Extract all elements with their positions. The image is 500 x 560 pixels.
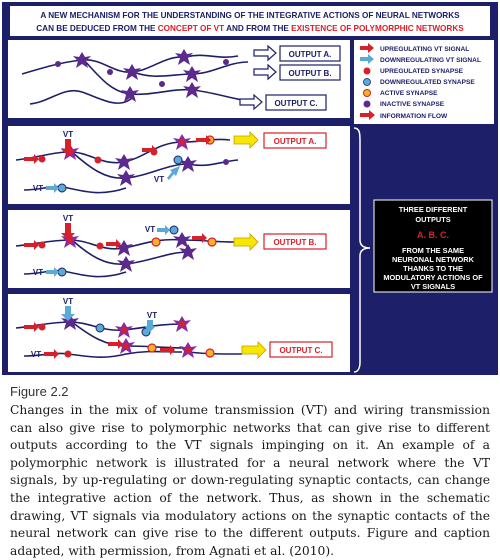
legend: UPREGULATING VT SIGNAL DOWNREGULATING VT… xyxy=(360,43,481,120)
figure-panel: A NEW MECHANISM FOR THE UNDERSTANDING OF… xyxy=(2,2,498,375)
svg-text:VT: VT xyxy=(63,130,73,139)
caption-text: Changes in the mix of volume transmissio… xyxy=(10,403,490,558)
svg-text:VT: VT xyxy=(145,225,155,234)
svg-text:A. B. C.: A. B. C. xyxy=(417,230,449,240)
svg-text:VT: VT xyxy=(33,184,43,193)
svg-text:VT: VT xyxy=(31,350,41,359)
baseline-output-a: OUTPUT A. xyxy=(289,50,332,59)
panel-output-c xyxy=(8,294,350,372)
panel-b-arrows: VT VT VT OUTPUT B. xyxy=(24,214,327,277)
legend-downregulated-icon xyxy=(363,78,371,86)
header-line-2: CAN BE DEDUCED FROM THE CONCEPT OF VT AN… xyxy=(36,24,464,33)
baseline-output-c: OUTPUT C. xyxy=(274,99,317,108)
caption-title: Figure 2.2 xyxy=(10,384,69,399)
svg-text:MODULATORY ACTIONS OF: MODULATORY ACTIONS OF xyxy=(383,273,483,282)
svg-text:UPREGULATED SYNAPSE: UPREGULATED SYNAPSE xyxy=(380,68,464,75)
baseline-output-b: OUTPUT B. xyxy=(288,69,331,78)
legend-up-icon xyxy=(360,43,374,53)
legend-down-icon xyxy=(360,54,374,64)
svg-text:VT: VT xyxy=(33,268,43,277)
panel-a-arrows: VT VT VT OUTPUT A. xyxy=(24,130,327,193)
svg-text:DOWNREGULATED SYNAPSE: DOWNREGULATED SYNAPSE xyxy=(380,79,475,86)
svg-text:THANKS TO THE: THANKS TO THE xyxy=(403,264,463,273)
panel-a-output: OUTPUT A. xyxy=(274,137,317,146)
svg-text:ACTIVE SYNAPSE: ACTIVE SYNAPSE xyxy=(380,90,438,97)
svg-text:NEURONAL NETWORK: NEURONAL NETWORK xyxy=(392,255,475,264)
summary-text: THREE DIFFERENT OUTPUTS A. B. C. FROM TH… xyxy=(383,205,483,291)
svg-text:VT: VT xyxy=(154,175,164,184)
legend-active-icon xyxy=(363,89,371,97)
panel-c-arrows: VT VT VT OUTPUT C. xyxy=(24,297,333,359)
summary-box xyxy=(373,199,493,293)
legend-upregulated-icon xyxy=(363,67,371,75)
network-diagram: A NEW MECHANISM FOR THE UNDERSTANDING OF… xyxy=(8,6,494,373)
svg-text:INACTIVE SYNAPSE: INACTIVE SYNAPSE xyxy=(380,101,445,108)
svg-text:THREE DIFFERENT: THREE DIFFERENT xyxy=(399,205,468,214)
legend-flow-icon xyxy=(360,110,375,120)
legend-box xyxy=(354,40,494,124)
panel-baseline-wires xyxy=(21,54,257,105)
panel-bracket xyxy=(353,127,371,373)
svg-text:DOWNREGULATING VT SIGNAL: DOWNREGULATING VT SIGNAL xyxy=(380,57,481,64)
svg-text:VT: VT xyxy=(63,214,73,223)
svg-text:VT SIGNALS: VT SIGNALS xyxy=(411,282,455,291)
panel-b-output: OUTPUT B. xyxy=(273,238,316,247)
legend-inactive-icon xyxy=(363,100,371,108)
header-line-1: A NEW MECHANISM FOR THE UNDERSTANDING OF… xyxy=(40,11,460,20)
svg-text:INFORMATION FLOW: INFORMATION FLOW xyxy=(380,113,448,120)
svg-text:OUTPUTS: OUTPUTS xyxy=(415,215,450,224)
svg-text:UPREGULATING VT SIGNAL: UPREGULATING VT SIGNAL xyxy=(380,46,469,53)
svg-text:VT: VT xyxy=(63,297,73,306)
panel-baseline-outputs: OUTPUT A. OUTPUT B. OUTPUT C. xyxy=(239,44,341,111)
svg-text:VT: VT xyxy=(147,311,157,320)
panel-baseline-neurons xyxy=(55,49,229,102)
svg-text:FROM THE SAME: FROM THE SAME xyxy=(402,246,464,255)
panel-c-output: OUTPUT C. xyxy=(279,346,322,355)
header-box xyxy=(10,6,490,36)
